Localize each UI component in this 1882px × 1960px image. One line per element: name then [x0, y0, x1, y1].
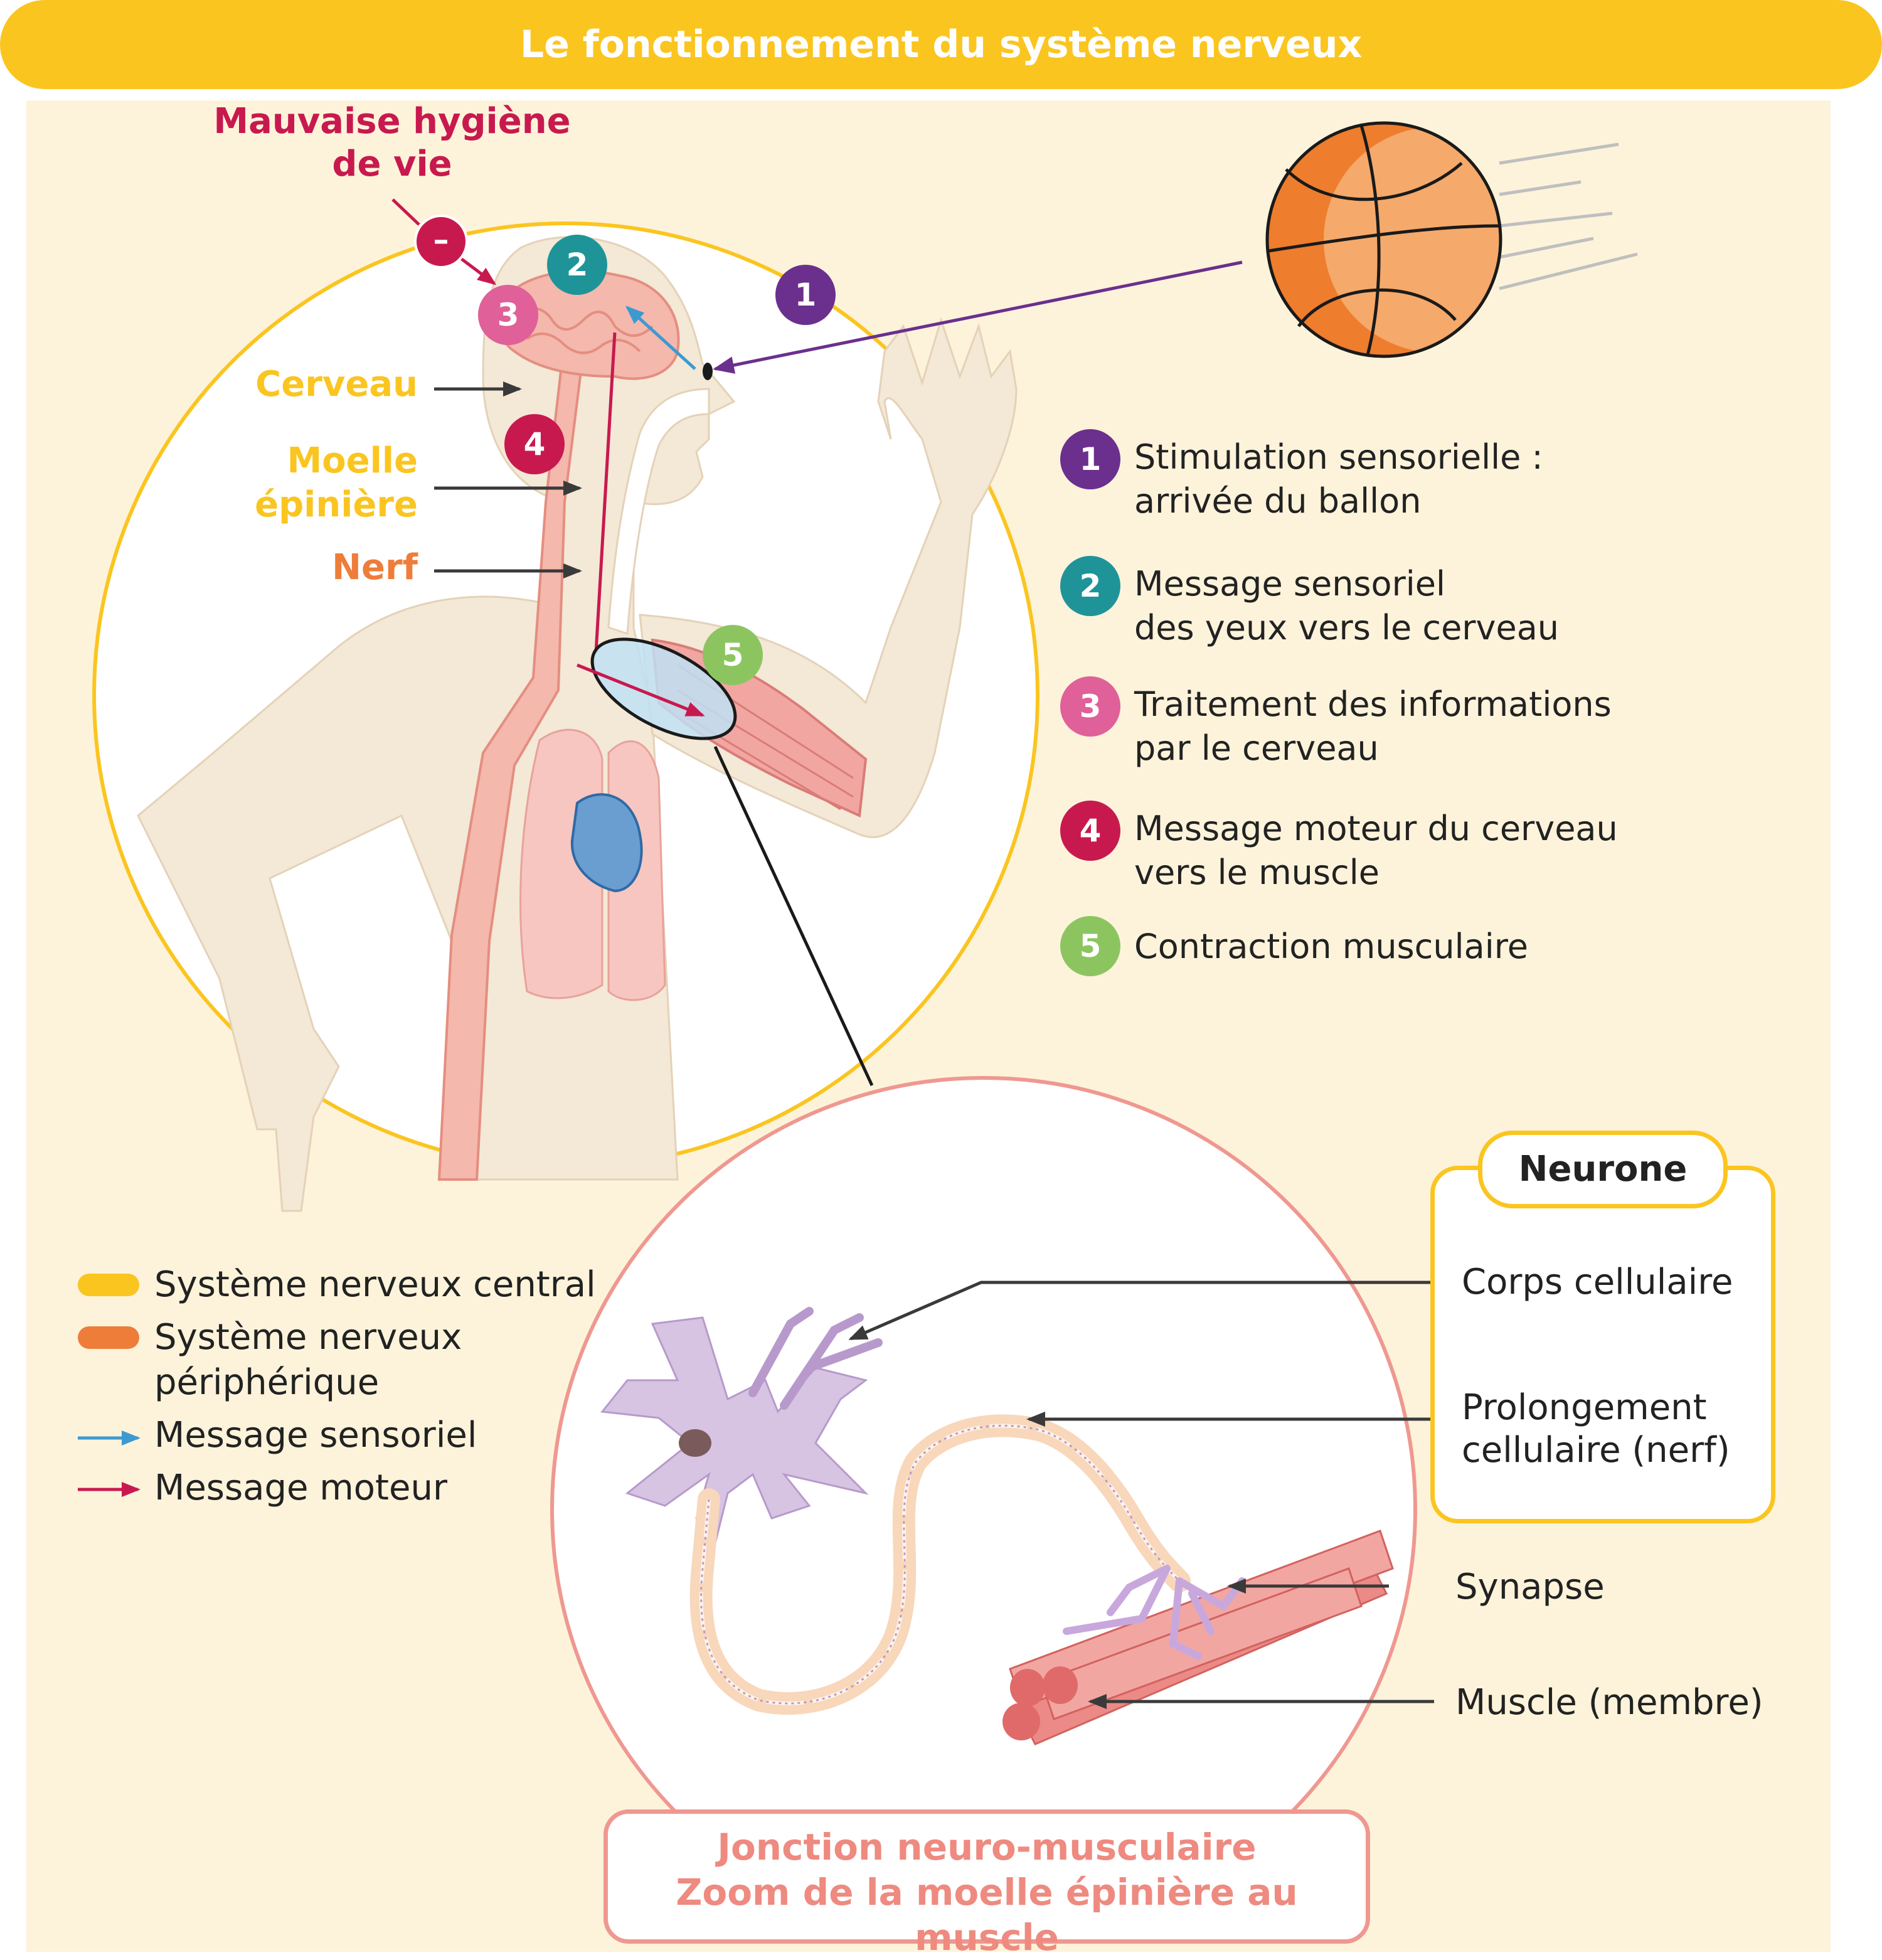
step1-badge: 1 [1060, 429, 1120, 489]
spinal-cord-label: Moelle épinière [255, 440, 418, 525]
step3-text: Traitement des informations par le cerve… [1134, 684, 1612, 768]
muscle-label: Muscle (membre) [1455, 1682, 1763, 1723]
step4-badge: 4 [1060, 801, 1120, 861]
throat [607, 388, 710, 636]
step1-text: Stimulation sensorielle : arrivée du bal… [1134, 437, 1543, 521]
neuron-illustration [600, 1307, 1191, 1715]
sensory-arrow [625, 306, 696, 370]
legend-peripheral-label: Système nerveux périphérique [154, 1317, 462, 1403]
step3-badge-illustration: 3 [478, 285, 538, 345]
legend-motor-label: Message moteur [154, 1467, 447, 1508]
junction-caption-box [603, 1809, 1370, 1944]
factor-label: Mauvaise hygiène de vie [213, 101, 571, 184]
step1-badge-illustration: 1 [775, 265, 836, 325]
spinal-cord [437, 324, 597, 1181]
step3-badge: 3 [1060, 676, 1120, 737]
step2-badge: 2 [1060, 556, 1120, 616]
heart [570, 793, 643, 893]
brain-label: Cerveau [255, 364, 418, 405]
zoom-connector [713, 745, 874, 1087]
step5-text: Contraction musculaire [1134, 927, 1528, 966]
cell-body-label: Corps cellulaire [1462, 1262, 1733, 1302]
step2-text: Message sensoriel des yeux vers le cerve… [1134, 564, 1560, 647]
factor-arrow [458, 256, 497, 285]
step4-badge-illustration: 4 [504, 414, 565, 474]
legend-swatch-central [78, 1274, 139, 1296]
step4-text: Message moteur du cerveau vers le muscle [1134, 809, 1618, 892]
nerve-label: Nerf [332, 547, 418, 588]
junction-caption: Jonction neuro-musculaire Zoom de la moe… [676, 1826, 1298, 1959]
step2-badge-illustration: 2 [547, 235, 607, 295]
step5-badge: 5 [1060, 916, 1120, 976]
motor-arrow [577, 663, 705, 717]
basketball [1265, 121, 1638, 358]
legend-central-label: Système nerveux central [154, 1264, 596, 1305]
minus-badge: – [414, 215, 468, 269]
legend-swatch-peripheral [78, 1326, 139, 1349]
page-title: Le fonctionnement du système nerveux [519, 23, 1363, 67]
motor-nerve-line [594, 332, 617, 653]
synapse-label: Synapse [1455, 1567, 1605, 1607]
step5-badge-illustration: 5 [703, 625, 763, 685]
stimulus-arrow [713, 260, 1243, 374]
neurone-box [1430, 1166, 1775, 1523]
factor-line [391, 198, 420, 226]
cell-extension-label: Prolongement cellulaire (nerf) [1462, 1387, 1730, 1471]
eye [703, 363, 713, 380]
cell-body-pointer [848, 1281, 1450, 1341]
neurone-title: Neurone [1478, 1131, 1728, 1208]
title-bar [0, 0, 1882, 89]
legend-sensory-label: Message sensoriel [154, 1415, 477, 1456]
